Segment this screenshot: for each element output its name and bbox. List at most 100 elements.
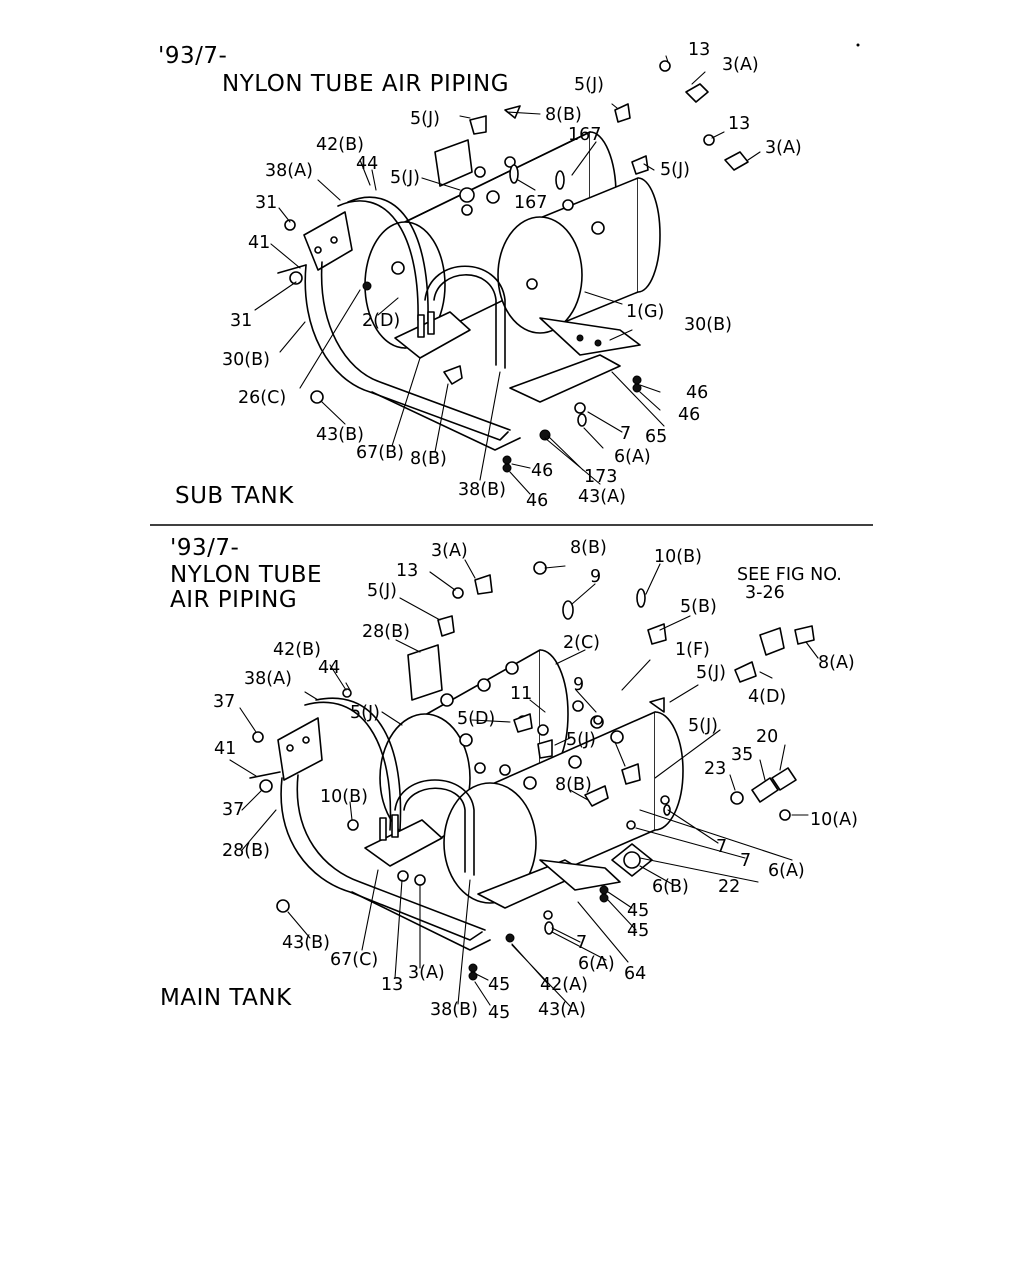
callout: 20 <box>756 727 778 747</box>
callout: 41 <box>248 233 270 253</box>
callout: 5(J) <box>390 168 420 188</box>
callout: 13 <box>728 114 750 134</box>
callout: 1(F) <box>675 640 710 660</box>
callout: 167 <box>568 125 601 145</box>
callout: 11 <box>510 684 532 704</box>
callout: 9 <box>573 675 584 695</box>
main-tank-caption: MAIN TANK <box>160 985 292 1011</box>
callout: 13 <box>688 40 710 60</box>
callout: 38(A) <box>244 669 292 689</box>
main-front-tank <box>443 711 684 904</box>
callout: 46 <box>531 461 553 481</box>
see-fig-line2: 3-26 <box>745 583 785 603</box>
callout: 67(B) <box>356 443 404 463</box>
callout: 43(A) <box>578 487 626 507</box>
callout: 42(B) <box>316 135 364 155</box>
callout: 46 <box>526 491 548 511</box>
callout: 31 <box>255 193 277 213</box>
callout: 31 <box>230 311 252 331</box>
callout: 10(B) <box>654 547 702 567</box>
callout: 7 <box>576 933 587 953</box>
callout: 23 <box>704 759 726 779</box>
callout: 1(G) <box>626 302 664 322</box>
speck <box>856 43 860 47</box>
callout: 65 <box>645 427 667 447</box>
callout: 6(A) <box>614 447 651 467</box>
callout: 8(B) <box>410 449 447 469</box>
callout: 5(J) <box>410 109 440 129</box>
callout: 46 <box>678 405 700 425</box>
callout: 5(D) <box>457 709 495 729</box>
callout: 37 <box>213 692 235 712</box>
callout: 42(A) <box>540 975 588 995</box>
callout: 5(J) <box>350 703 380 723</box>
callout: 5(J) <box>696 663 726 683</box>
callout: 22 <box>718 877 740 897</box>
callout: 6(A) <box>768 861 805 881</box>
callout: 41 <box>214 739 236 759</box>
callout: 5(J) <box>367 581 397 601</box>
callout: 44 <box>356 154 378 174</box>
callout: 8(A) <box>818 653 855 673</box>
callout: 173 <box>584 467 617 487</box>
callout: 38(B) <box>458 480 506 500</box>
callout: 46 <box>686 383 708 403</box>
sub-tank-callouts: 13 3(A) 5(J) 8(B) 5(J) 167 13 3(A) 42(B)… <box>222 40 802 511</box>
callout: 5(J) <box>660 160 690 180</box>
main-tank-date: '93/7- <box>170 535 239 561</box>
callout: 10(B) <box>320 787 368 807</box>
callout: 8(B) <box>545 105 582 125</box>
callout: 44 <box>318 658 340 678</box>
callout: 2(C) <box>563 633 600 653</box>
callout: 5(J) <box>688 716 718 736</box>
callout: 43(B) <box>282 933 330 953</box>
callout: 30(B) <box>684 315 732 335</box>
callout: 43(A) <box>538 1000 586 1020</box>
callout: 45 <box>627 901 649 921</box>
callout: 38(A) <box>265 161 313 181</box>
callout: 13 <box>381 975 403 995</box>
callout: 3(A) <box>765 138 802 158</box>
callout: 5(B) <box>680 597 717 617</box>
callout: 28(B) <box>222 841 270 861</box>
callout: 6(B) <box>652 877 689 897</box>
sub-front-tank <box>497 177 661 334</box>
callout: 6(A) <box>578 954 615 974</box>
callout: 8(B) <box>555 775 592 795</box>
callout: 3(A) <box>722 55 759 75</box>
main-tank-diagram: '93/7- NYLON TUBE AIR PIPING MAIN TANK S… <box>160 535 858 1023</box>
callout: 3(A) <box>408 963 445 983</box>
callout: 5(J) <box>574 75 604 95</box>
sub-tank-title: NYLON TUBE AIR PIPING <box>222 71 509 97</box>
sub-tank-diagram: '93/7- NYLON TUBE AIR PIPING SUB TANK <box>158 40 802 511</box>
callout: 38(B) <box>430 1000 478 1020</box>
callout: 7 <box>740 851 751 871</box>
callout: 4(D) <box>748 687 786 707</box>
callout: 30(B) <box>222 350 270 370</box>
callout: 5(J) <box>566 730 596 750</box>
callout: 37 <box>222 800 244 820</box>
callout: 8(B) <box>570 538 607 558</box>
callout: 9 <box>590 567 601 587</box>
callout: 42(B) <box>273 640 321 660</box>
callout: 45 <box>488 1003 510 1023</box>
callout: 64 <box>624 964 646 984</box>
callout: 45 <box>627 921 649 941</box>
callout: 3(A) <box>431 541 468 561</box>
callout: 43(B) <box>316 425 364 445</box>
callout: 26(C) <box>238 388 286 408</box>
main-tank-title-line1: NYLON TUBE <box>170 562 322 588</box>
main-tank-callouts: 3(A) 8(B) 10(B) 13 9 5(J) 5(B) 28(B) 2(C… <box>213 538 858 1023</box>
callout: 67(C) <box>330 950 378 970</box>
callout: 13 <box>396 561 418 581</box>
callout: 28(B) <box>362 622 410 642</box>
callout: 7 <box>716 837 727 857</box>
callout: 2(D) <box>362 311 400 331</box>
callout: 10(A) <box>810 810 858 830</box>
callout: 7 <box>620 424 631 444</box>
sub-tank-caption: SUB TANK <box>175 483 294 509</box>
see-fig-line1: SEE FIG NO. <box>737 565 842 585</box>
sub-tank-date: '93/7- <box>158 43 227 69</box>
callout: 167 <box>514 193 547 213</box>
